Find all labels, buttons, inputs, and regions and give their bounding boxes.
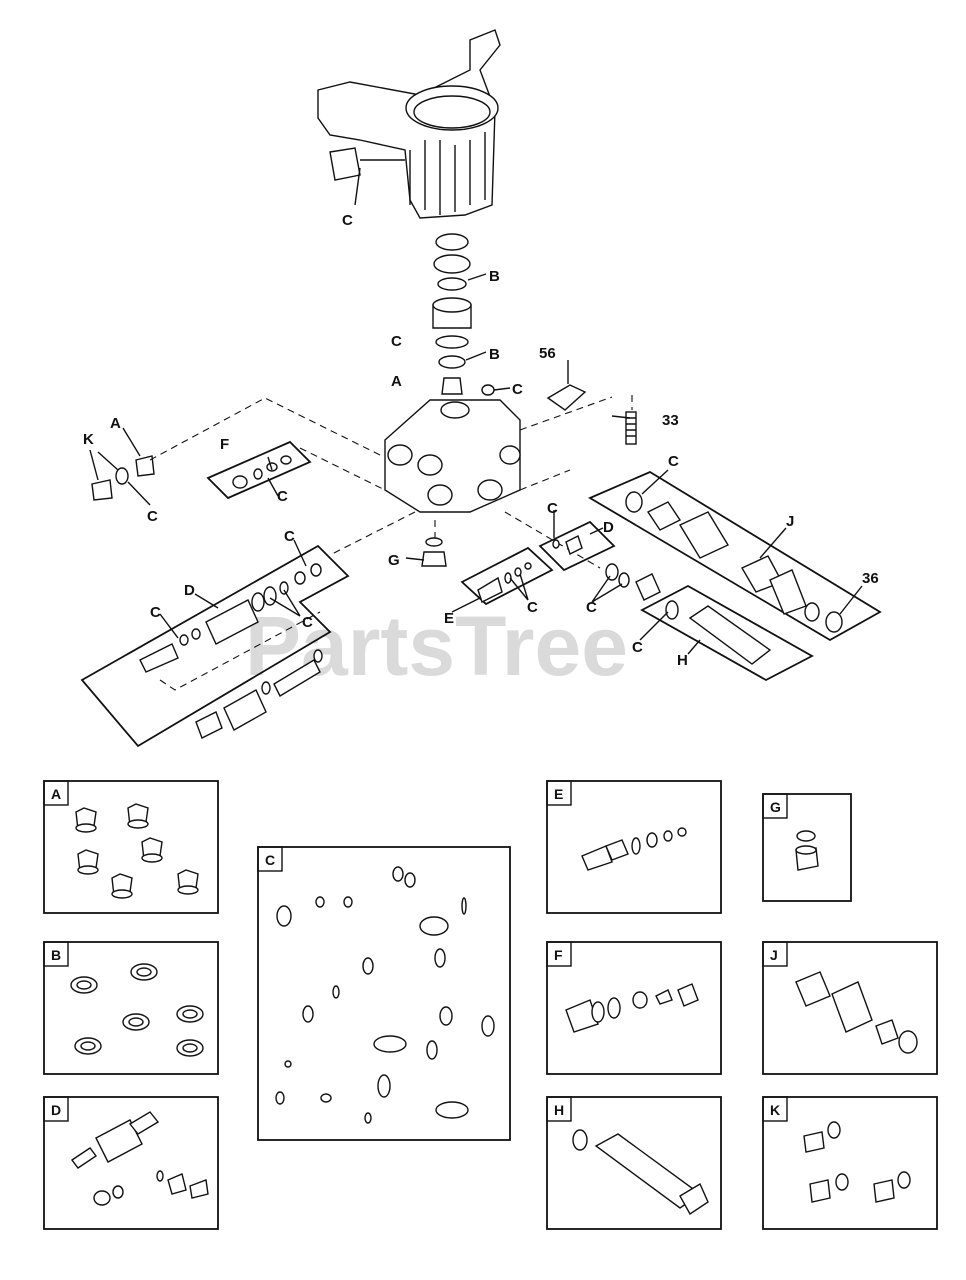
callout-c: C xyxy=(391,333,402,350)
plug-g xyxy=(421,537,447,567)
callout-c: C xyxy=(668,453,679,470)
seal-stack xyxy=(432,233,472,395)
kit-box-label: B xyxy=(51,947,61,963)
kit-box-k: K xyxy=(762,1096,938,1230)
callout-c: C xyxy=(512,381,523,398)
kit-box-e: E xyxy=(546,780,722,914)
kit-f-exploded xyxy=(206,440,312,500)
callout-c: C xyxy=(632,639,643,656)
callout-c: C xyxy=(150,604,161,621)
callout-c: C xyxy=(284,528,295,545)
kit-box-label: A xyxy=(51,786,61,802)
kit-box-label: H xyxy=(554,1102,564,1118)
kit-box-j: J xyxy=(762,941,938,1075)
callout-labels: C B C B A C 56 33 K A C F C C J 36 C D C… xyxy=(83,212,879,669)
callout-56: 56 xyxy=(539,345,556,362)
kit-box-label: E xyxy=(554,786,563,802)
kit-box-label: G xyxy=(770,799,781,815)
callout-b: B xyxy=(489,346,500,363)
kit-box-label: C xyxy=(265,852,275,868)
kit-box-label: J xyxy=(770,947,778,963)
kit-box-f: F xyxy=(546,941,722,1075)
kit-box-c: C xyxy=(257,846,511,1141)
plug-k xyxy=(91,455,155,501)
callout-e: E xyxy=(444,610,454,627)
callout-a: A xyxy=(110,415,121,432)
callout-j: J xyxy=(786,513,794,530)
callout-k: K xyxy=(83,431,94,448)
callout-leaders xyxy=(89,167,863,655)
callout-36: 36 xyxy=(862,570,879,587)
kit-box-label: K xyxy=(770,1102,780,1118)
callout-c: C xyxy=(547,500,558,517)
callout-c: C xyxy=(342,212,353,229)
kit-box-b: B xyxy=(43,941,219,1075)
kit-d-left-exploded xyxy=(80,544,350,748)
callout-b: B xyxy=(489,268,500,285)
callout-c: C xyxy=(277,488,288,505)
kit-e-exploded xyxy=(460,546,554,606)
callout-c: C xyxy=(586,599,597,616)
callout-h: H xyxy=(677,652,688,669)
callout-c: C xyxy=(527,599,538,616)
callout-33: 33 xyxy=(662,412,679,429)
bolt-33 xyxy=(625,411,637,445)
kit-box-h: H xyxy=(546,1096,722,1230)
callout-d: D xyxy=(184,582,195,599)
o-rings-right xyxy=(605,563,661,601)
kit-box-label: F xyxy=(554,947,563,963)
kit-j-exploded xyxy=(588,470,882,642)
callout-f: F xyxy=(220,436,229,453)
callout-a: A xyxy=(391,373,402,390)
pump-manifold xyxy=(384,384,521,513)
callout-g: G xyxy=(388,552,400,569)
elbow-fitting-56 xyxy=(546,384,587,411)
kit-box-label: D xyxy=(51,1102,61,1118)
crankcase-housing xyxy=(317,29,501,219)
callout-d: D xyxy=(603,519,614,536)
kit-h-exploded xyxy=(640,584,814,682)
kit-box-a: A xyxy=(43,780,219,914)
kit-d-right-exploded xyxy=(538,520,616,572)
kit-box-d: D xyxy=(43,1096,219,1230)
callout-c: C xyxy=(302,614,313,631)
leader-lines xyxy=(149,395,633,569)
kit-box-g: G xyxy=(762,793,852,902)
callout-c: C xyxy=(147,508,158,525)
